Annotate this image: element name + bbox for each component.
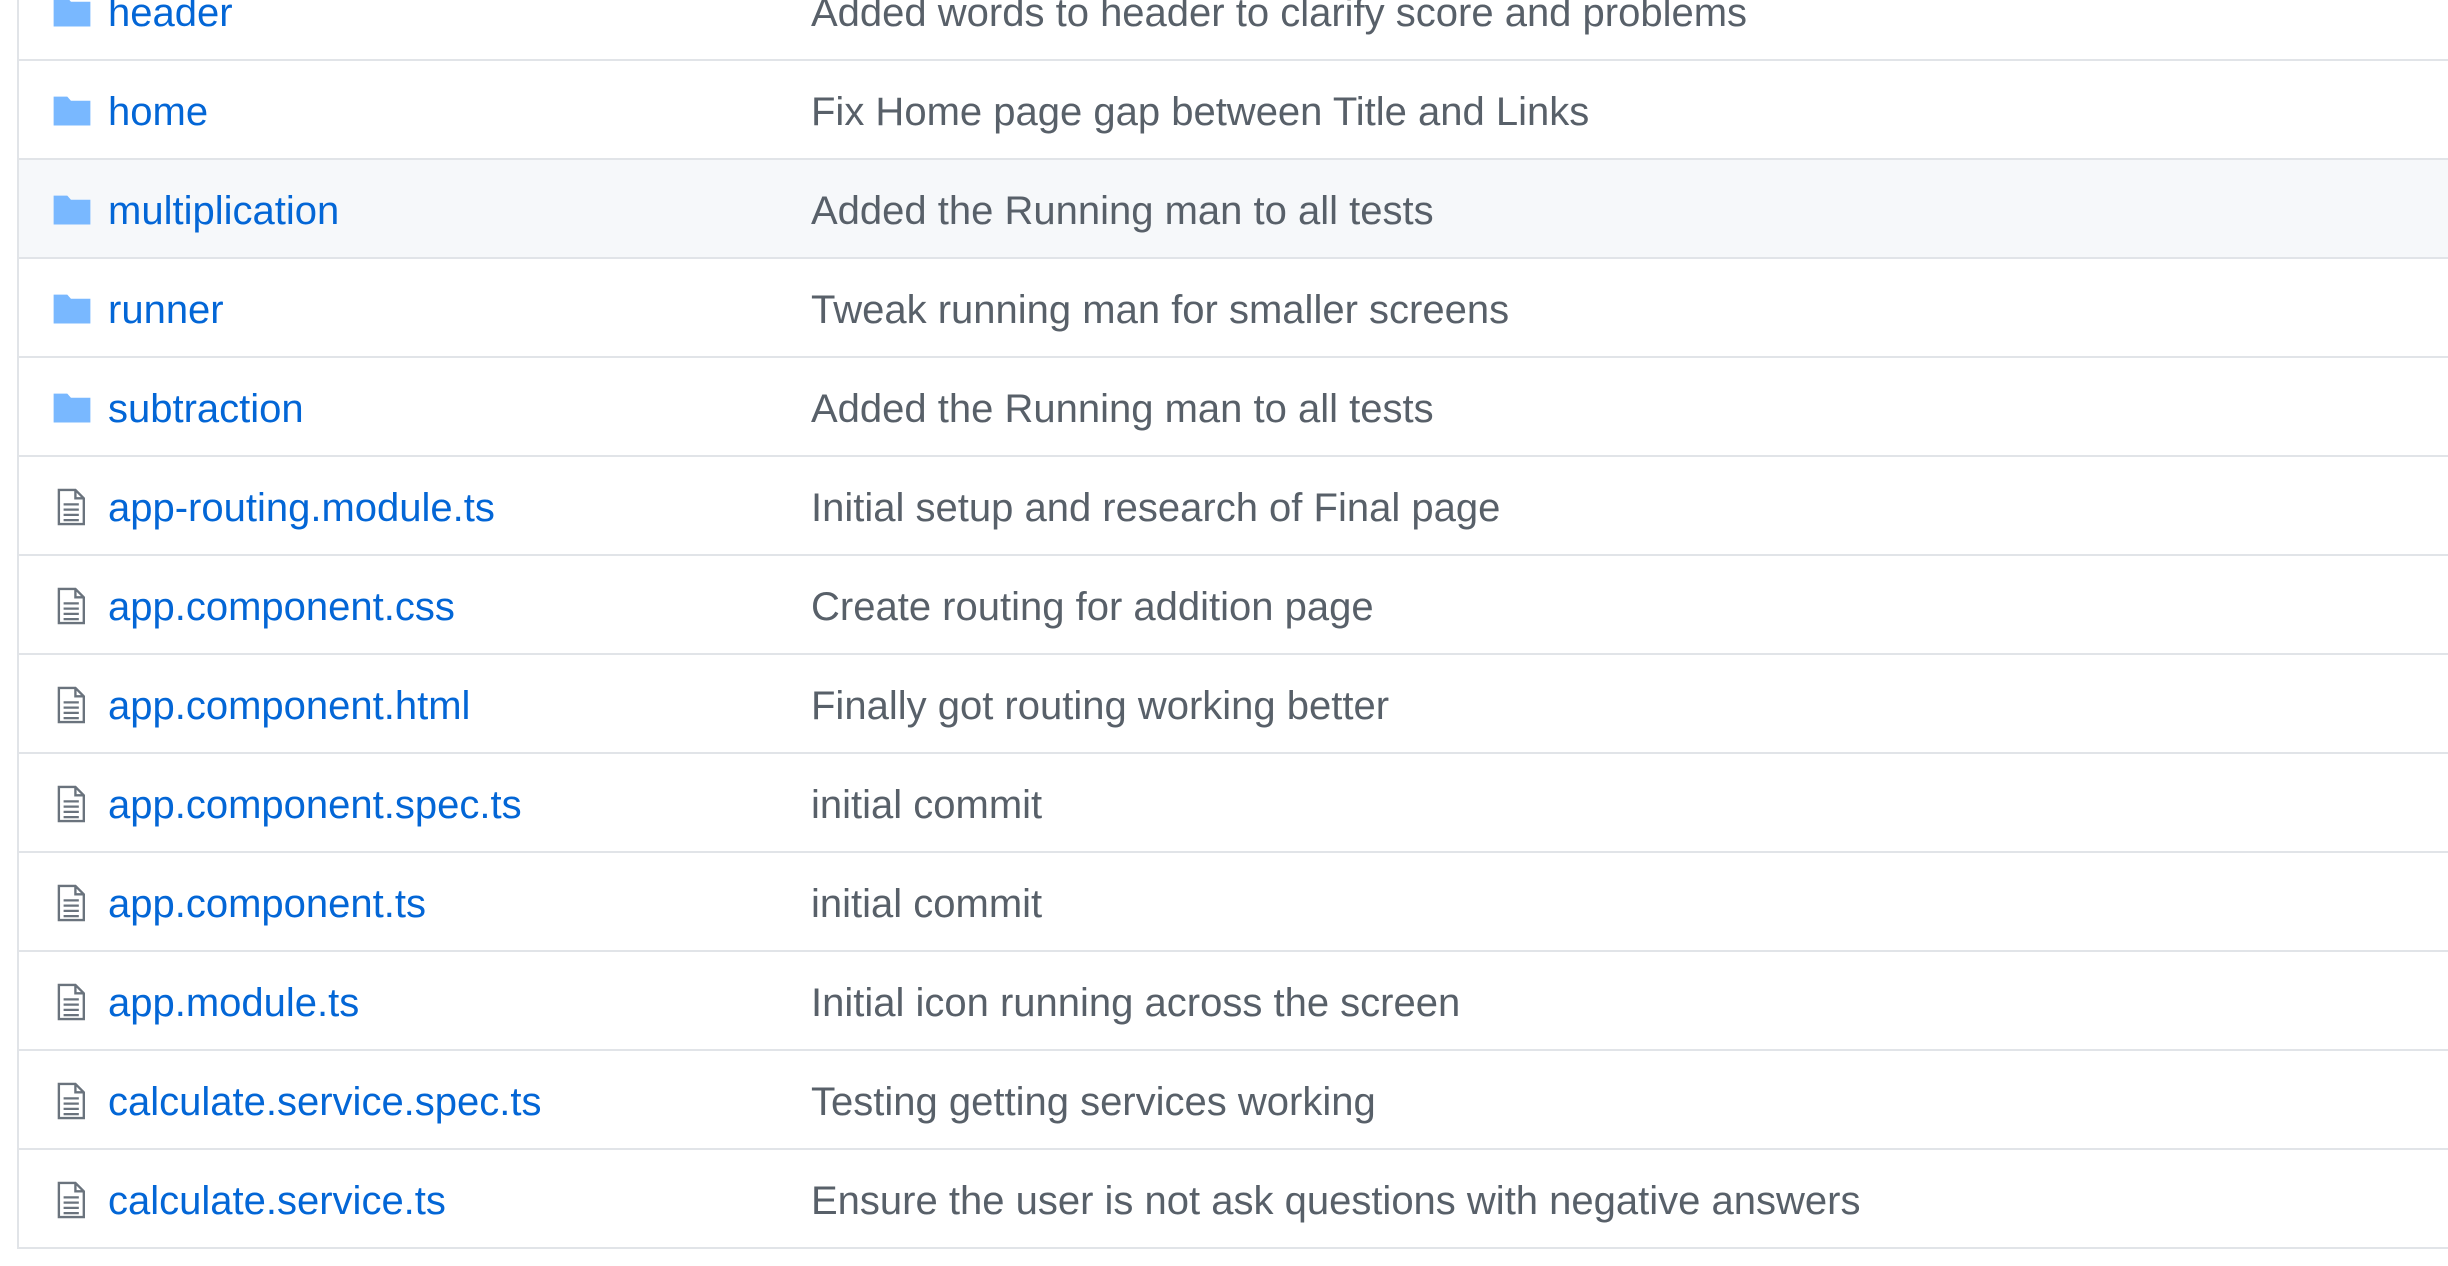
file-name-link[interactable]: app.component.spec.ts	[108, 783, 522, 827]
file-row[interactable]: subtraction Added the Running man to all…	[19, 358, 2448, 457]
file-row[interactable]: home Fix Home page gap between Title and…	[19, 61, 2448, 160]
file-name-link[interactable]: app.module.ts	[108, 981, 360, 1025]
file-row[interactable]: calculate.service.spec.ts Testing gettin…	[19, 1051, 2448, 1150]
file-icon	[51, 684, 93, 726]
file-list: header Added words to header to clarify …	[17, 0, 2448, 1249]
file-name-link[interactable]: app.component.ts	[108, 882, 426, 926]
file-icon	[51, 783, 93, 825]
commit-message-link[interactable]: Testing getting services working	[811, 1080, 1376, 1124]
file-name-link[interactable]: header	[108, 0, 233, 35]
file-row[interactable]: app.module.ts Initial icon running acros…	[19, 952, 2448, 1051]
file-name-link[interactable]: app-routing.module.ts	[108, 486, 495, 530]
commit-message-link[interactable]: Finally got routing working better	[811, 684, 1390, 728]
commit-message-link[interactable]: Tweak running man for smaller screens	[811, 288, 1510, 332]
file-name-link[interactable]: calculate.service.spec.ts	[108, 1080, 542, 1124]
folder-icon	[51, 189, 93, 231]
commit-message-link[interactable]: Added words to header to clarify score a…	[811, 0, 1748, 35]
file-name-link[interactable]: calculate.service.ts	[108, 1179, 446, 1223]
file-row[interactable]: header Added words to header to clarify …	[19, 0, 2448, 61]
file-row[interactable]: runner Tweak running man for smaller scr…	[19, 259, 2448, 358]
file-icon	[51, 486, 93, 528]
commit-message-link[interactable]: Ensure the user is not ask questions wit…	[811, 1179, 1861, 1223]
folder-icon	[51, 0, 93, 33]
file-row[interactable]: app-routing.module.ts Initial setup and …	[19, 457, 2448, 556]
commit-message-link[interactable]: Added the Running man to all tests	[811, 387, 1434, 431]
file-name-link[interactable]: multiplication	[108, 189, 340, 233]
file-row[interactable]: app.component.ts initial commit	[19, 853, 2448, 952]
file-name-link[interactable]: subtraction	[108, 387, 304, 431]
file-row-hovered[interactable]: multiplication Added the Running man to …	[19, 160, 2448, 259]
commit-message-link[interactable]: Create routing for addition page	[811, 585, 1374, 629]
folder-icon	[51, 387, 93, 429]
file-row[interactable]: app.component.css Create routing for add…	[19, 556, 2448, 655]
commit-message-link[interactable]: initial commit	[811, 882, 1043, 926]
file-row[interactable]: calculate.service.ts Ensure the user is …	[19, 1150, 2448, 1249]
file-icon	[51, 882, 93, 924]
file-icon	[51, 981, 93, 1023]
file-icon	[51, 585, 93, 627]
file-icon	[51, 1080, 93, 1122]
folder-icon	[51, 288, 93, 330]
file-name-link[interactable]: runner	[108, 288, 224, 332]
commit-message-link[interactable]: Initial icon running across the screen	[811, 981, 1461, 1025]
commit-message-link[interactable]: Initial setup and research of Final page	[811, 486, 1501, 530]
file-name-link[interactable]: app.component.css	[108, 585, 455, 629]
file-name-link[interactable]: home	[108, 90, 209, 134]
file-row[interactable]: app.component.html Finally got routing w…	[19, 655, 2448, 754]
file-name-link[interactable]: app.component.html	[108, 684, 471, 728]
commit-message-link[interactable]: initial commit	[811, 783, 1043, 827]
folder-icon	[51, 90, 93, 132]
file-row[interactable]: app.component.spec.ts initial commit	[19, 754, 2448, 853]
commit-message-link[interactable]: Added the Running man to all tests	[811, 189, 1434, 233]
file-icon	[51, 1179, 93, 1221]
commit-message-link[interactable]: Fix Home page gap between Title and Link…	[811, 90, 1590, 134]
